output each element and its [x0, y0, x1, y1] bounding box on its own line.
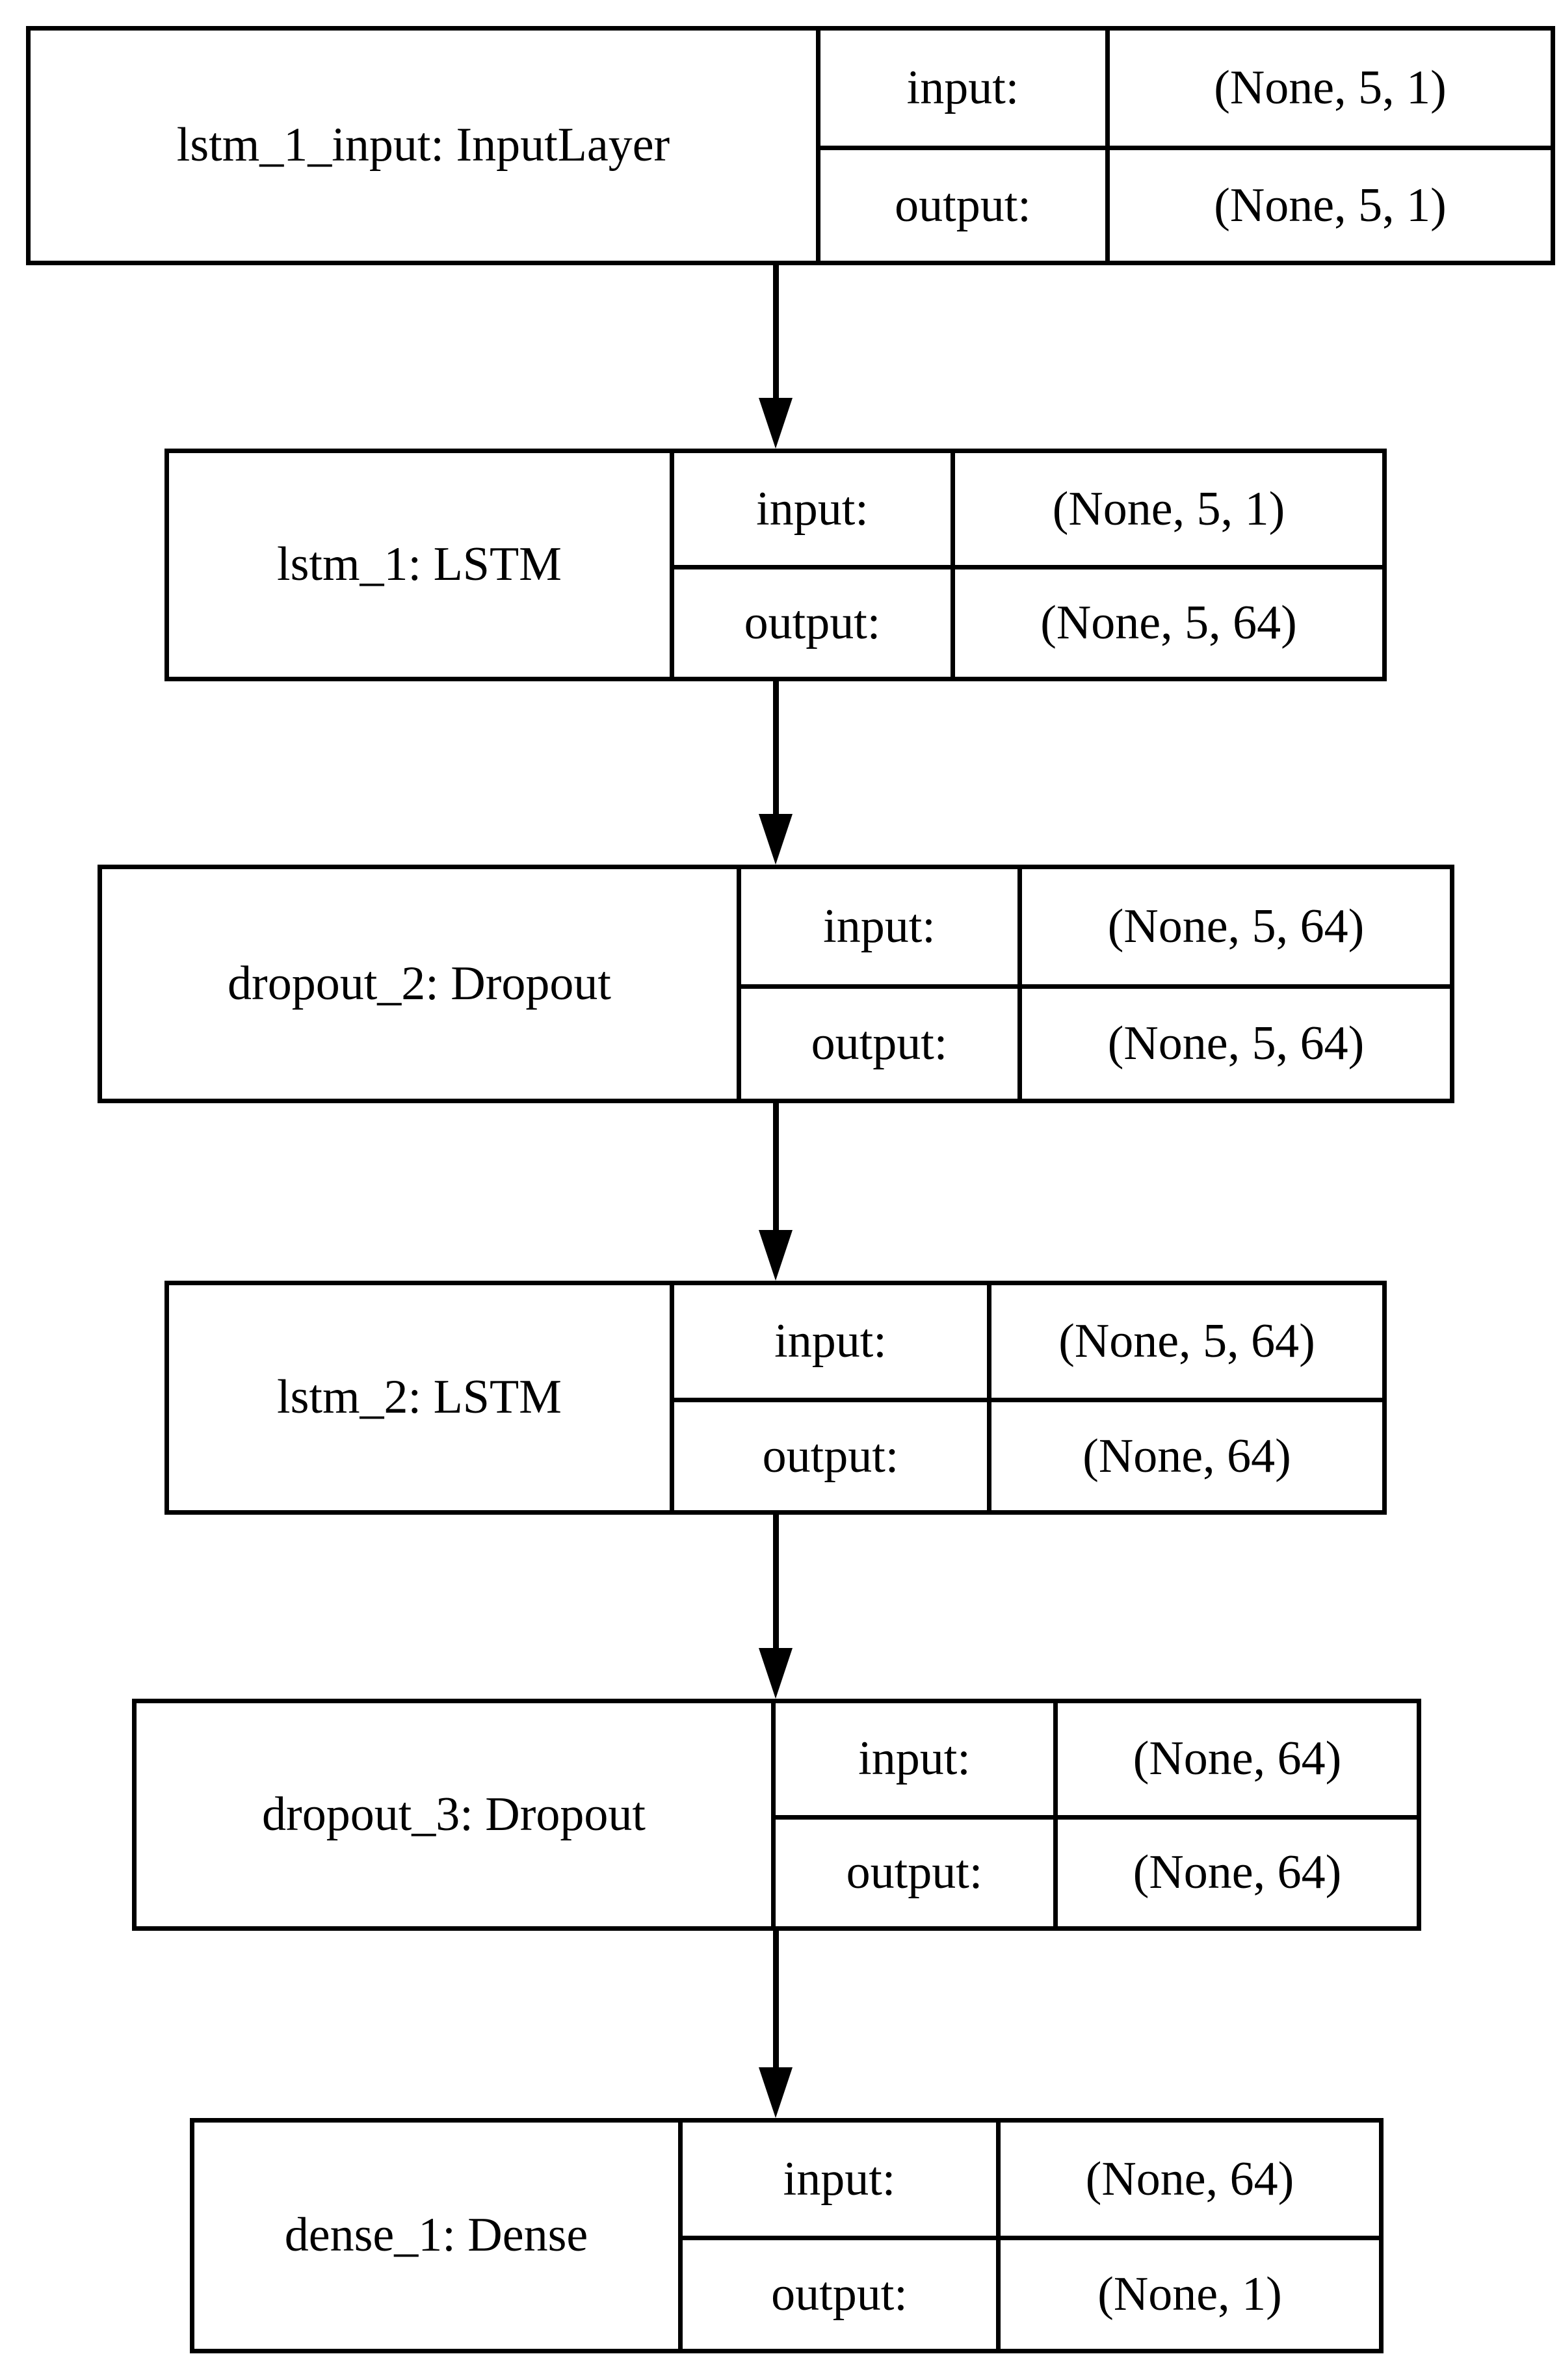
input-row-label: input:: [823, 899, 936, 953]
shape-row-output: output: (None, 5, 64): [674, 565, 1382, 677]
edge-arrow-dropout-3-to-dense-1: [756, 1931, 795, 2118]
output-row-label: output:: [895, 178, 1031, 232]
input-row-label: input:: [783, 2152, 896, 2206]
output-row-label: output:: [762, 1429, 899, 1483]
layer-node-dropout-3[interactable]: dropout_3: Dropout input: (None, 64) out…: [132, 1699, 1421, 1931]
input-row-label: input:: [906, 61, 1019, 114]
shape-row-input: input: (None, 64): [776, 1703, 1417, 1815]
output-row-label: output:: [771, 2268, 908, 2321]
layer-shape-table: input: (None, 64) output: (None, 1): [678, 2123, 1379, 2349]
edge-line: [773, 681, 779, 814]
layer-name-label: lstm_1_input: InputLayer: [176, 118, 670, 172]
edge-line: [773, 265, 779, 398]
layer-shape-table: input: (None, 64) output: (None, 64): [771, 1703, 1417, 1926]
shape-row-output: output: (None, 1): [683, 2236, 1379, 2349]
layer-node-lstm-2[interactable]: lstm_2: LSTM input: (None, 5, 64) output…: [164, 1281, 1387, 1515]
edge-line: [773, 1515, 779, 1648]
arrowhead-icon: [759, 398, 793, 449]
shape-row-output: output: (None, 5, 1): [820, 146, 1551, 261]
input-row-label: input:: [774, 1314, 887, 1368]
edge-arrow-dropout-2-to-lstm-2: [756, 1103, 795, 1281]
output-row-label: output:: [846, 1846, 983, 1900]
shape-row-input: input: (None, 5, 1): [674, 453, 1382, 565]
layer-name-label: lstm_1: LSTM: [277, 538, 562, 592]
edge-line: [773, 1931, 779, 2067]
output-row-label: output:: [744, 596, 881, 649]
edge-arrow-lstm-2-to-dropout-3: [756, 1515, 795, 1699]
input-row-label: input:: [858, 1732, 971, 1786]
layer-node-dense-1[interactable]: dense_1: Dense input: (None, 64) output:…: [190, 2118, 1384, 2353]
layer-name-label: dense_1: Dense: [284, 2208, 588, 2262]
input-shape-value: (None, 5, 1): [951, 453, 1382, 565]
output-shape-value: (None, 5, 1): [1105, 150, 1551, 261]
shape-row-input: input: (None, 5, 64): [741, 869, 1450, 984]
shape-row-output: output: (None, 5, 64): [741, 984, 1450, 1099]
output-shape-value: (None, 64): [1053, 1819, 1417, 1926]
output-shape-value: (None, 5, 64): [951, 569, 1382, 677]
shape-row-input: input: (None, 5, 64): [674, 1285, 1382, 1398]
arrowhead-icon: [759, 1648, 793, 1699]
input-row-label: input:: [756, 482, 869, 536]
output-shape-value: (None, 5, 64): [1017, 988, 1450, 1099]
shape-row-input: input: (None, 64): [683, 2123, 1379, 2236]
layer-node-lstm-1-input[interactable]: lstm_1_input: InputLayer input: (None, 5…: [26, 26, 1555, 265]
shape-row-input: input: (None, 5, 1): [820, 31, 1551, 146]
shape-row-output: output: (None, 64): [776, 1814, 1417, 1926]
input-shape-value: (None, 5, 64): [987, 1285, 1382, 1398]
output-row-label: output:: [811, 1016, 948, 1070]
layer-name-label: lstm_2: LSTM: [277, 1370, 562, 1424]
layer-node-dropout-2[interactable]: dropout_2: Dropout input: (None, 5, 64) …: [98, 865, 1454, 1103]
layer-shape-table: input: (None, 5, 64) output: (None, 5, 6…: [737, 869, 1450, 1099]
edge-arrow-lstm-1-input-to-lstm-1: [756, 265, 795, 449]
layer-name-label: dropout_3: Dropout: [262, 1787, 646, 1841]
input-shape-value: (None, 5, 64): [1017, 869, 1450, 984]
edge-line: [773, 1103, 779, 1230]
arrowhead-icon: [759, 1230, 793, 1281]
layer-node-lstm-1[interactable]: lstm_1: LSTM input: (None, 5, 1) output:…: [164, 449, 1387, 681]
input-shape-value: (None, 64): [996, 2123, 1379, 2236]
output-shape-value: (None, 64): [987, 1402, 1382, 1510]
shape-row-output: output: (None, 64): [674, 1398, 1382, 1510]
layer-shape-table: input: (None, 5, 1) output: (None, 5, 64…: [670, 453, 1382, 677]
input-shape-value: (None, 5, 1): [1105, 31, 1551, 146]
edge-arrow-lstm-1-to-dropout-2: [756, 681, 795, 865]
arrowhead-icon: [759, 814, 793, 865]
input-shape-value: (None, 64): [1053, 1703, 1417, 1815]
layer-shape-table: input: (None, 5, 1) output: (None, 5, 1): [816, 31, 1551, 261]
arrowhead-icon: [759, 2067, 793, 2118]
output-shape-value: (None, 1): [996, 2240, 1379, 2349]
layer-shape-table: input: (None, 5, 64) output: (None, 64): [670, 1285, 1382, 1510]
layer-name-label: dropout_2: Dropout: [228, 956, 611, 1010]
